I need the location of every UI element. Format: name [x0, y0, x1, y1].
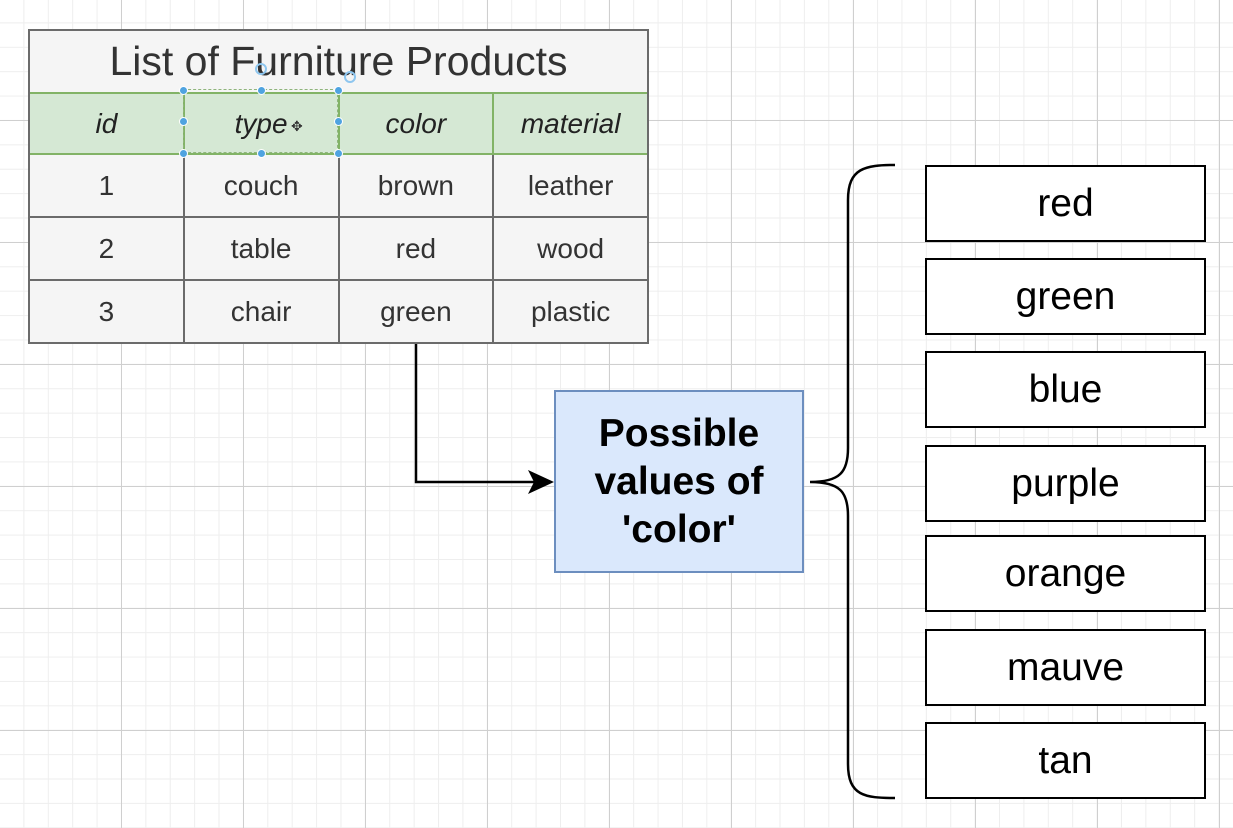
header-cell-material[interactable]: material	[520, 107, 621, 139]
resize-handle-w[interactable]	[178, 116, 188, 126]
cell-id[interactable]: 2	[30, 218, 185, 279]
header-cell-color[interactable]: color	[340, 94, 495, 153]
table-row: 2 table red wood	[30, 218, 647, 281]
cell-id[interactable]: 1	[30, 155, 185, 216]
cell-type[interactable]: chair	[185, 281, 340, 342]
furniture-table[interactable]: List of Furniture Products id type color…	[28, 29, 649, 344]
cell-color[interactable]: green	[340, 281, 495, 342]
color-to-box-arrow	[414, 344, 540, 484]
cell-id[interactable]: 3	[30, 281, 185, 342]
curly-brace	[809, 163, 896, 800]
value-box-orange[interactable]: orange	[925, 535, 1206, 612]
resize-handle-sw[interactable]	[178, 148, 188, 158]
resize-handle-s[interactable]	[256, 148, 266, 158]
header-cell-type[interactable]: type	[185, 94, 340, 153]
box-label-line: 'color'	[622, 507, 736, 551]
table-row: 3 chair green plastic	[30, 281, 647, 342]
arrowhead	[528, 470, 554, 494]
cell-type[interactable]: table	[185, 218, 340, 279]
table-title: List of Furniture Products	[30, 31, 647, 92]
rotate-handle-icon[interactable]	[344, 71, 356, 83]
value-box-blue[interactable]: blue	[925, 351, 1206, 428]
box-label-line: Possible	[598, 411, 760, 455]
box-label-line: values of	[594, 459, 764, 503]
cell-color[interactable]: brown	[340, 155, 495, 216]
value-box-tan[interactable]: tan	[925, 722, 1206, 799]
cell-material[interactable]: leather	[527, 169, 614, 201]
value-box-green[interactable]: green	[925, 258, 1206, 335]
header-cell-id[interactable]: id	[30, 94, 185, 153]
rotate-handle-icon[interactable]	[255, 63, 267, 75]
cell-material[interactable]: plastic	[530, 295, 611, 327]
cell-type[interactable]: couch	[185, 155, 340, 216]
cell-material[interactable]: wood	[537, 232, 605, 264]
resize-handle-se[interactable]	[333, 148, 343, 158]
resize-handle-e[interactable]	[333, 116, 343, 126]
table-row: 1 couch brown leather	[30, 155, 647, 218]
resize-handle-ne[interactable]	[333, 85, 343, 95]
move-cursor-icon: ✥	[291, 119, 303, 135]
possible-values-box[interactable]: Possible values of 'color'	[554, 390, 804, 573]
value-box-purple[interactable]: purple	[925, 445, 1206, 522]
resize-handle-n[interactable]	[256, 85, 266, 95]
cell-color[interactable]: red	[340, 218, 495, 279]
value-box-mauve[interactable]: mauve	[925, 629, 1206, 706]
value-box-red[interactable]: red	[925, 165, 1206, 242]
box-label: Possible values of 'color'	[594, 410, 763, 554]
resize-handle-nw[interactable]	[178, 85, 188, 95]
